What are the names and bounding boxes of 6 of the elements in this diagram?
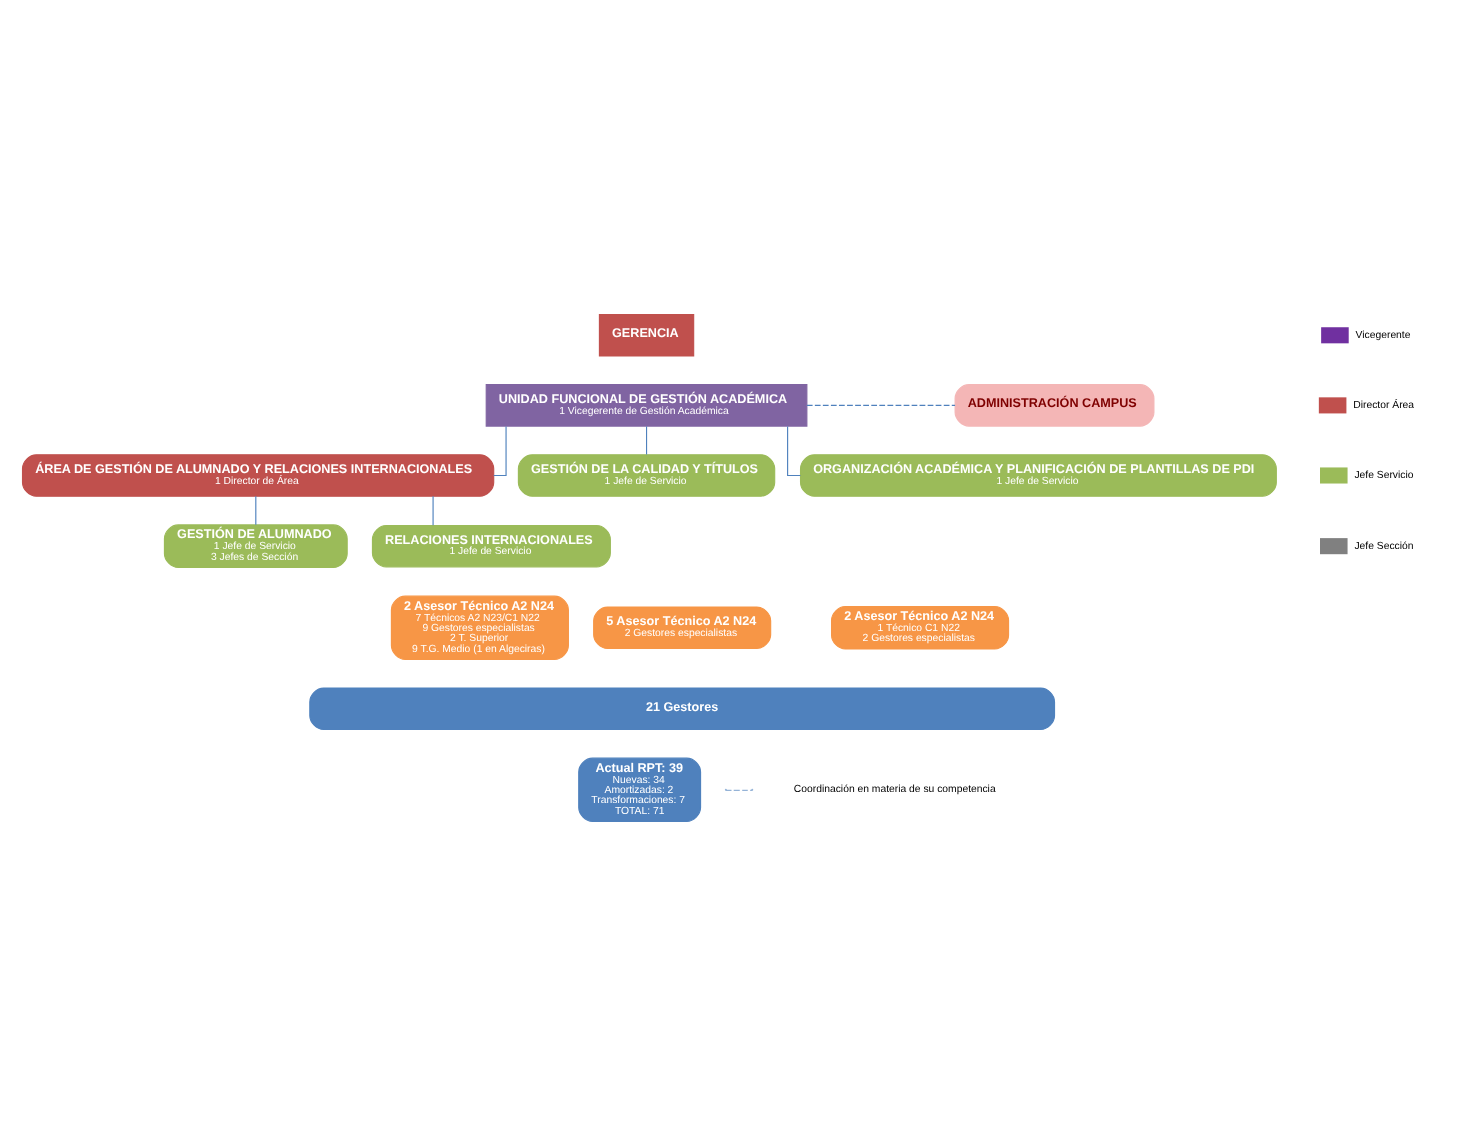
connector — [493, 425, 507, 477]
connector — [645, 425, 648, 456]
connector — [787, 425, 801, 477]
connector — [432, 495, 434, 526]
connector — [255, 495, 257, 526]
connector — [806, 404, 956, 406]
